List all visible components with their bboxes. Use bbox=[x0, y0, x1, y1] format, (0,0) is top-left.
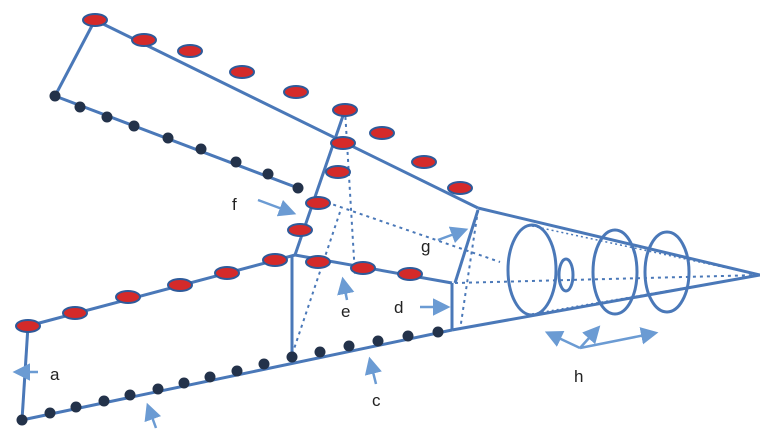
dark-bead bbox=[286, 351, 298, 363]
cone-ring-large bbox=[506, 223, 558, 317]
cone-top-edge bbox=[477, 206, 760, 277]
dark-bead bbox=[402, 330, 414, 342]
upper-arm-end bbox=[53, 19, 97, 97]
red-bead bbox=[167, 278, 193, 292]
dark-bead bbox=[432, 326, 444, 338]
arrow-h-right bbox=[579, 327, 659, 350]
cone-ring-small bbox=[557, 257, 575, 293]
arrow-e bbox=[337, 276, 355, 301]
dark-bead bbox=[44, 407, 56, 419]
arrow-h-left bbox=[544, 331, 581, 350]
red-bead bbox=[330, 136, 356, 150]
red-bead bbox=[131, 33, 157, 47]
label-h: h bbox=[574, 367, 583, 386]
red-bead bbox=[262, 253, 288, 267]
dotted-line bbox=[531, 225, 760, 276]
red-bead bbox=[350, 261, 376, 275]
label-d: d bbox=[394, 298, 403, 317]
pointer-arrows bbox=[12, 198, 659, 429]
dark-bead bbox=[343, 340, 355, 352]
red-bead bbox=[332, 103, 358, 117]
red-bead bbox=[177, 44, 203, 58]
dark-bead bbox=[128, 120, 140, 132]
dark-bead bbox=[98, 395, 110, 407]
vertical-edge-g bbox=[453, 209, 480, 284]
arrow-g bbox=[437, 226, 469, 244]
dark-bead bbox=[162, 132, 174, 144]
dark-bead bbox=[204, 371, 216, 383]
arrow-h-middle bbox=[579, 325, 601, 349]
red-bead bbox=[411, 155, 437, 169]
dotted-line bbox=[344, 109, 356, 276]
dark-bead bbox=[258, 358, 270, 370]
dotted-line bbox=[531, 274, 760, 315]
label-c: c bbox=[372, 391, 381, 410]
label-f: f bbox=[232, 195, 237, 214]
upper-red-strand bbox=[94, 18, 479, 210]
strand-lines bbox=[20, 18, 480, 422]
dark-beads bbox=[16, 90, 444, 426]
red-bead bbox=[305, 196, 331, 210]
red-bead bbox=[15, 319, 41, 333]
dark-bead bbox=[70, 401, 82, 413]
label-a: a bbox=[50, 365, 60, 384]
dotted-line bbox=[459, 209, 479, 331]
red-bead bbox=[287, 223, 313, 237]
dark-bead bbox=[262, 168, 274, 180]
dark-bead bbox=[230, 156, 242, 168]
dark-bead bbox=[178, 377, 190, 389]
red-bead bbox=[305, 255, 331, 269]
dark-bead bbox=[195, 143, 207, 155]
dark-bead bbox=[74, 101, 86, 113]
red-beads bbox=[15, 13, 473, 333]
arrow-f bbox=[257, 198, 297, 217]
dark-bead bbox=[101, 111, 113, 123]
label-g: g bbox=[421, 237, 430, 256]
red-bead bbox=[283, 85, 309, 99]
red-bead bbox=[447, 181, 473, 195]
dotted-line bbox=[319, 199, 501, 263]
red-bead bbox=[397, 267, 423, 281]
red-bead bbox=[229, 65, 255, 79]
upper-dark-strand bbox=[54, 94, 299, 190]
dark-bead bbox=[16, 414, 28, 426]
cone-ring-middle bbox=[591, 228, 639, 316]
dark-bead bbox=[49, 90, 61, 102]
red-bead bbox=[62, 306, 88, 320]
label-e: e bbox=[341, 302, 350, 321]
red-bead bbox=[115, 290, 141, 304]
dark-bead bbox=[314, 346, 326, 358]
cone-inner-dots bbox=[531, 225, 760, 315]
arrow-b bbox=[144, 402, 162, 429]
dark-bead bbox=[152, 383, 164, 395]
red-bead bbox=[325, 165, 351, 179]
dark-bead bbox=[231, 365, 243, 377]
red-bead bbox=[369, 126, 395, 140]
dark-bead bbox=[292, 182, 304, 194]
cone-bottom-edge bbox=[451, 273, 760, 332]
arrow-c bbox=[364, 356, 382, 385]
red-bead bbox=[82, 13, 108, 27]
cone-ring-right bbox=[643, 230, 691, 314]
dark-bead bbox=[124, 389, 136, 401]
red-bead bbox=[214, 266, 240, 280]
dotted-lines bbox=[291, 109, 760, 356]
cone-section bbox=[451, 206, 760, 332]
dark-bead bbox=[372, 335, 384, 347]
dotted-line bbox=[454, 274, 760, 284]
